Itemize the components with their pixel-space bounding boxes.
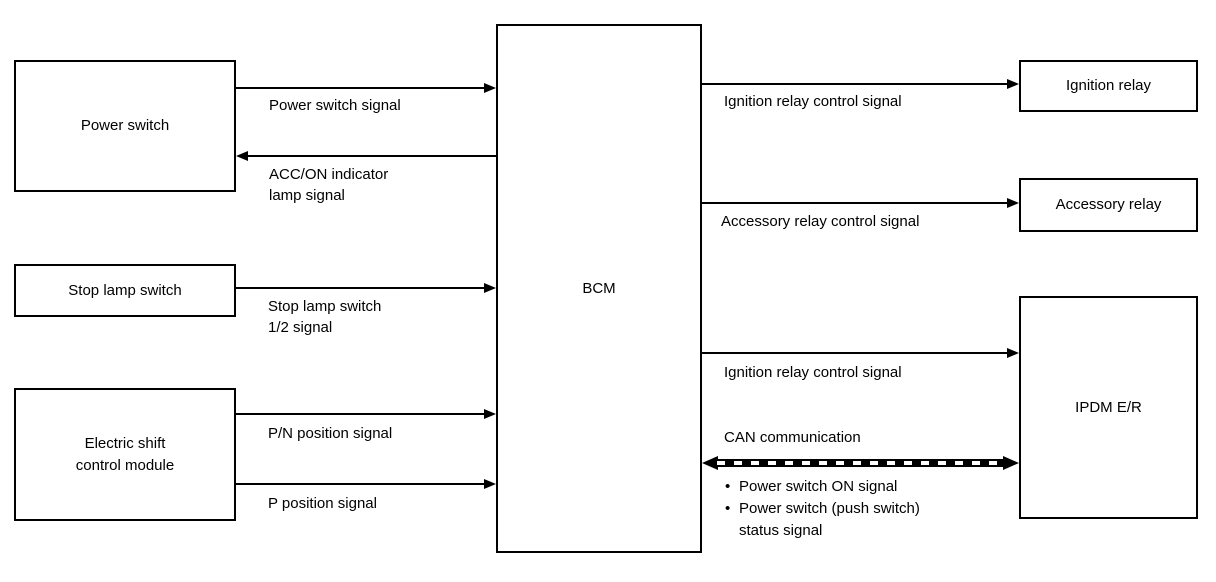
node-ignition-relay-label: Ignition relay [1065, 77, 1152, 94]
arrow-shaft [236, 483, 486, 485]
arrowhead-right-icon [484, 283, 496, 293]
arrow-shaft [236, 87, 486, 89]
edge-acc-on-indicator-lamp-signal-label: ACC/ON indicator lamp signal [269, 166, 389, 204]
arrow-shaft [702, 202, 1009, 204]
edge-can-communication: CAN communication • Power switch ON sign… [702, 429, 1019, 539]
node-stop-lamp-switch: Stop lamp switch [14, 264, 236, 317]
node-ignition-relay: Ignition relay [1019, 60, 1198, 112]
node-accessory-relay-label: Accessory relay [1055, 196, 1162, 213]
can-bus-bar [714, 459, 1007, 467]
can-signal-list: • Power switch ON signal • Power switch … [725, 476, 1005, 542]
edge-pn-position-signal-label: P/N position signal [268, 425, 393, 442]
node-accessory-relay: Accessory relay [1019, 178, 1198, 232]
arrowhead-right-icon [484, 83, 496, 93]
arrowhead-right-icon [484, 479, 496, 489]
edge-ignition-relay-control-signal-1-label: Ignition relay control signal [724, 93, 902, 110]
arrow-shaft [236, 287, 486, 289]
node-power-switch: Power switch [14, 60, 236, 192]
arrowhead-left-icon [236, 151, 248, 161]
edge-power-switch-signal-label: Power switch signal [269, 97, 401, 114]
edge-can-communication-label: CAN communication [724, 429, 861, 446]
node-bcm-label: BCM [582, 279, 616, 297]
bullet-icon: • [725, 500, 731, 517]
edge-ignition-relay-control-signal-2-label: Ignition relay control signal [724, 364, 902, 381]
arrowhead-right-icon [1007, 79, 1019, 89]
arrowhead-right-icon [1007, 348, 1019, 358]
node-stop-lamp-switch-label: Stop lamp switch [68, 281, 182, 299]
can-signal-item-label: Power switch (push switch) status signal [739, 500, 920, 539]
arrowhead-right-icon [484, 409, 496, 419]
bullet-icon: • [725, 478, 731, 495]
node-power-switch-label: Power switch [80, 117, 170, 134]
can-bus-dashes [717, 461, 1004, 465]
can-arrowhead-right-icon [1003, 456, 1019, 470]
edge-accessory-relay-control-signal-label: Accessory relay control signal [721, 213, 920, 230]
edge-stop-lamp-switch-signal-label: Stop lamp switch 1/2 signal [268, 298, 382, 336]
edge-p-position-signal-label: P position signal [268, 495, 377, 512]
node-ipdm-er-label: IPDM E/R [1075, 398, 1142, 416]
node-electric-shift-control-module: Electric shift control module [14, 388, 236, 521]
node-bcm: BCM [496, 24, 702, 553]
arrowhead-right-icon [1007, 198, 1019, 208]
arrow-shaft [702, 352, 1009, 354]
can-signal-item: • Power switch ON signal [725, 476, 1005, 498]
arrow-shaft [246, 155, 496, 157]
can-signal-item-label: Power switch ON signal [739, 478, 898, 495]
arrow-shaft [236, 413, 486, 415]
can-signal-item: • Power switch (push switch) status sign… [725, 498, 1005, 542]
node-electric-shift-control-module-label: Electric shift control module [75, 434, 175, 474]
arrow-shaft [702, 83, 1009, 85]
node-ipdm-er: IPDM E/R [1019, 296, 1198, 519]
